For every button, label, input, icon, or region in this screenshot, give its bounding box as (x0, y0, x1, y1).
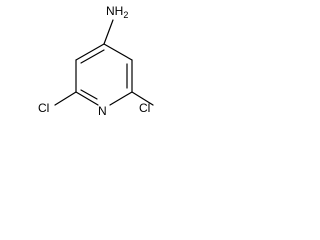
amine-label: NH2 (106, 4, 128, 20)
bond-c4-c3 (75, 43, 105, 61)
chlorine-right-label: Cl (139, 101, 150, 115)
double-bond-c2-n1 (80, 89, 98, 100)
pyridine-ring (75, 43, 133, 106)
bond-c2-cl (54, 91, 77, 106)
bond-c5-c4 (103, 43, 133, 61)
ring-nitrogen-label: N (98, 104, 107, 118)
amine-nh: NH (106, 4, 123, 18)
double-bond-c3-c4 (80, 49, 105, 64)
bond-c6-cl (131, 91, 154, 106)
bond-c2-n1 (75, 91, 99, 106)
bond-c4-nh2 (103, 19, 114, 45)
bond-n1-c6 (109, 91, 133, 106)
molecule-structure: NH2 N Cl Cl (38, 4, 154, 118)
amine-subscript: 2 (123, 10, 128, 20)
chlorine-left-label: Cl (38, 101, 49, 115)
